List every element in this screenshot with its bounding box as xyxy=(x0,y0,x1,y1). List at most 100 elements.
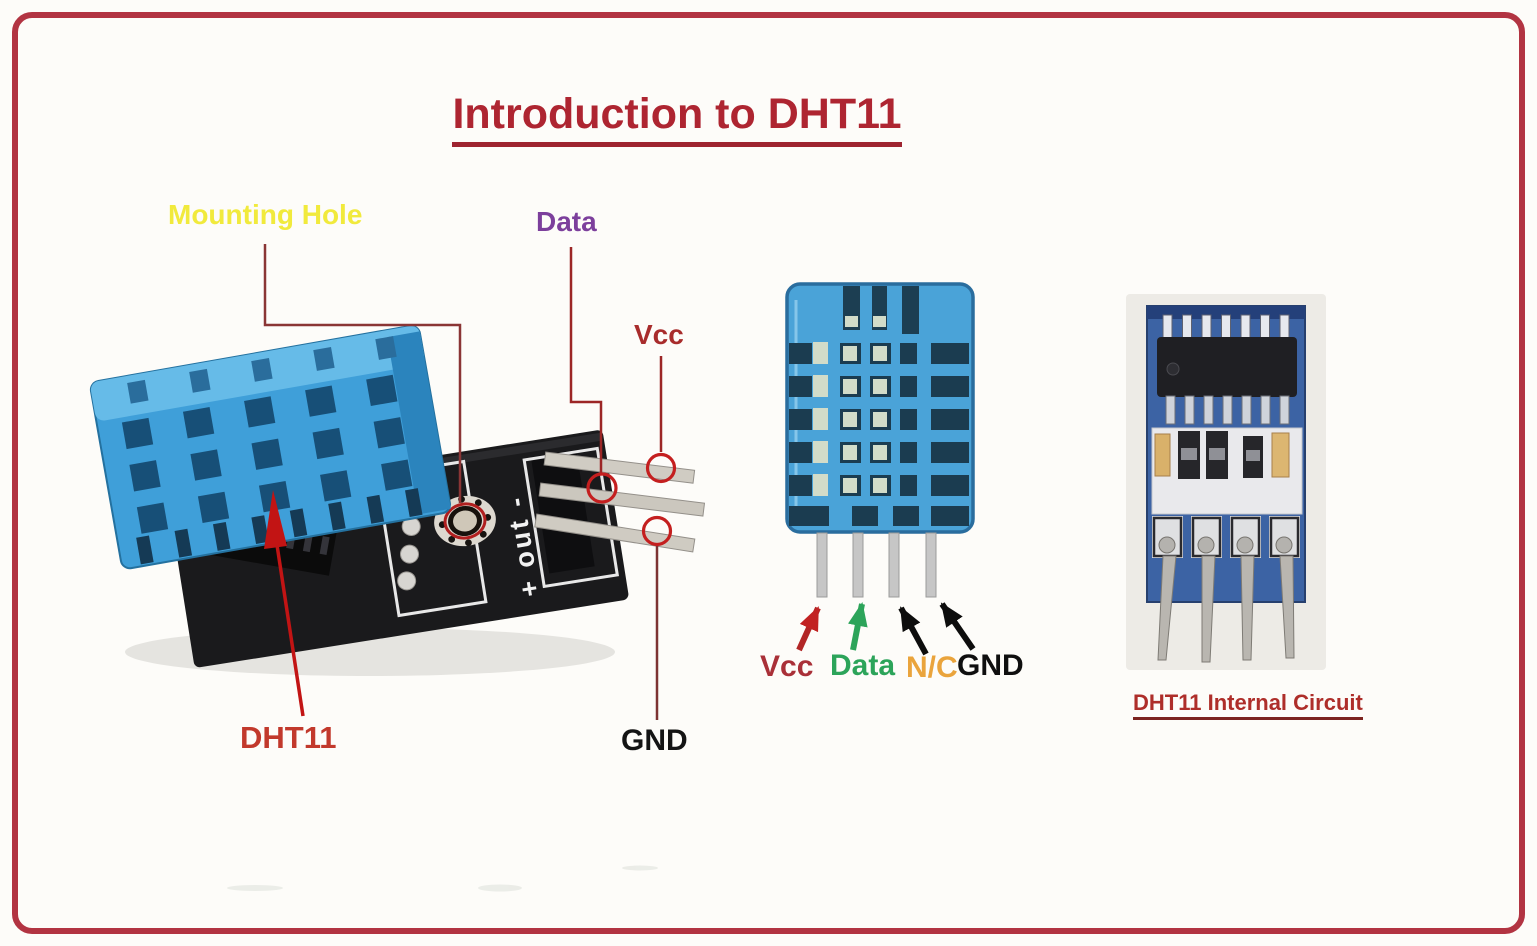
internal-circuit-caption: DHT11 Internal Circuit xyxy=(1133,690,1363,720)
ic-top-leg xyxy=(1201,314,1212,339)
sensor-hole xyxy=(129,460,161,492)
pinout-slot xyxy=(789,409,812,430)
mounting-hole-label: Mounting Hole xyxy=(168,199,363,230)
dht11-sensor-body xyxy=(89,324,451,570)
sensor-bottom-slot xyxy=(289,508,308,538)
ic-top-leg xyxy=(1260,314,1270,339)
ic-top-leg xyxy=(1221,314,1231,339)
solder-blob xyxy=(1158,536,1176,554)
pinout-pins xyxy=(816,532,937,598)
pinout-window xyxy=(873,379,887,394)
sensor-top-slot xyxy=(313,347,335,371)
pinout-window xyxy=(843,412,857,427)
pinout-slot xyxy=(900,409,917,430)
pinout-window xyxy=(813,474,828,496)
solder-blob xyxy=(1236,536,1254,554)
pin-connector-block xyxy=(530,449,595,574)
smd-components xyxy=(1151,427,1303,515)
pinout-vcc-label: Vcc xyxy=(760,650,814,683)
data-pointer-line xyxy=(569,247,603,474)
pinout-pin-vcc xyxy=(816,532,828,598)
smd-capacitor-left xyxy=(1154,433,1171,477)
pinout-window xyxy=(873,412,887,427)
sensor-top-slot xyxy=(251,357,273,382)
pinout-window xyxy=(873,346,887,361)
pinout-slot xyxy=(931,343,969,364)
sensor-hole xyxy=(381,459,413,491)
pinout-data-label: Data xyxy=(830,649,896,682)
vcc-pin-arrow xyxy=(796,606,821,652)
internal-pin-1 xyxy=(1157,555,1177,661)
internal-pin-4 xyxy=(1279,555,1295,659)
pinout-slot xyxy=(900,376,917,397)
pinout-window xyxy=(843,478,857,493)
pinout-slot xyxy=(893,506,919,526)
pinout-slot xyxy=(900,343,917,364)
pinout-window xyxy=(843,379,857,394)
sensor-hole xyxy=(305,385,337,417)
sensor-bottom-slot xyxy=(405,488,423,517)
gnd-pin-arrow xyxy=(939,602,976,651)
sensor-hole xyxy=(244,396,276,428)
page-title-text: Introduction to DHT11 xyxy=(452,90,902,147)
ic-bottom-leg xyxy=(1184,395,1195,425)
sensor-hole xyxy=(320,470,352,502)
pinout-slot xyxy=(931,506,969,526)
pinout-gnd-label: GND xyxy=(957,649,1024,682)
dht11-pointer-arrow xyxy=(264,490,305,717)
pinout-slot xyxy=(789,343,812,364)
pin-vcc xyxy=(543,451,696,484)
sensor-hole xyxy=(373,417,405,449)
scan-artifacts xyxy=(227,865,658,892)
sensor-top-slot xyxy=(127,379,149,404)
pinout-slot xyxy=(789,506,829,526)
internal-pins xyxy=(1157,555,1295,663)
ic-bottom-leg xyxy=(1222,395,1233,425)
pinout-window xyxy=(813,408,828,430)
ic-bottom-leg xyxy=(1279,395,1290,425)
left-module-photo: + out - xyxy=(89,324,706,676)
pinout-pin-nc xyxy=(888,532,900,598)
sensor-hole xyxy=(197,491,230,524)
internal-circuit-photo xyxy=(1126,294,1326,670)
pin-data xyxy=(538,482,706,517)
solder-blob xyxy=(1197,536,1215,554)
ic-chip-dimple xyxy=(1166,362,1180,376)
data-pin-arrow xyxy=(847,602,868,651)
sensor-bottom-slot xyxy=(136,535,154,565)
ic-bottom-leg xyxy=(1260,395,1271,425)
smd-capacitor-right xyxy=(1271,432,1290,478)
pinout-window xyxy=(813,342,828,364)
page-title: Introduction to DHT11 xyxy=(447,90,907,147)
annotations xyxy=(263,244,677,720)
sensor-bottom-slot xyxy=(366,494,385,524)
ic-bottom-leg xyxy=(1203,395,1214,425)
pinout-slot xyxy=(931,409,969,430)
pinout-slot xyxy=(900,475,917,496)
pinout-sensor-body xyxy=(785,282,975,534)
ic-top-leg xyxy=(1182,314,1192,339)
pinout-window xyxy=(843,346,857,361)
gnd-pin-circle xyxy=(641,515,673,547)
sensor-hole xyxy=(190,449,222,481)
sensor-top-slot xyxy=(375,336,397,360)
ic-chip xyxy=(1157,337,1297,397)
pinout-slot xyxy=(789,376,812,397)
pinout-top-slots xyxy=(843,286,919,334)
pinout-window xyxy=(873,478,887,493)
nc-pin-arrow xyxy=(898,606,929,656)
pinout-slot xyxy=(931,442,969,463)
sensor-hole xyxy=(182,407,215,439)
pinout-illustration xyxy=(785,282,976,656)
module-pins xyxy=(534,451,706,553)
pinout-slot xyxy=(852,506,878,526)
pinout-slot xyxy=(900,442,917,463)
pinout-window xyxy=(813,441,828,463)
mounting-hole-pointer-line xyxy=(263,244,462,503)
sensor-top-slot xyxy=(189,368,211,393)
ic-bottom-leg xyxy=(1241,395,1252,425)
mounting-hole-red-ring xyxy=(443,502,487,540)
data-pin-circle xyxy=(586,472,618,504)
